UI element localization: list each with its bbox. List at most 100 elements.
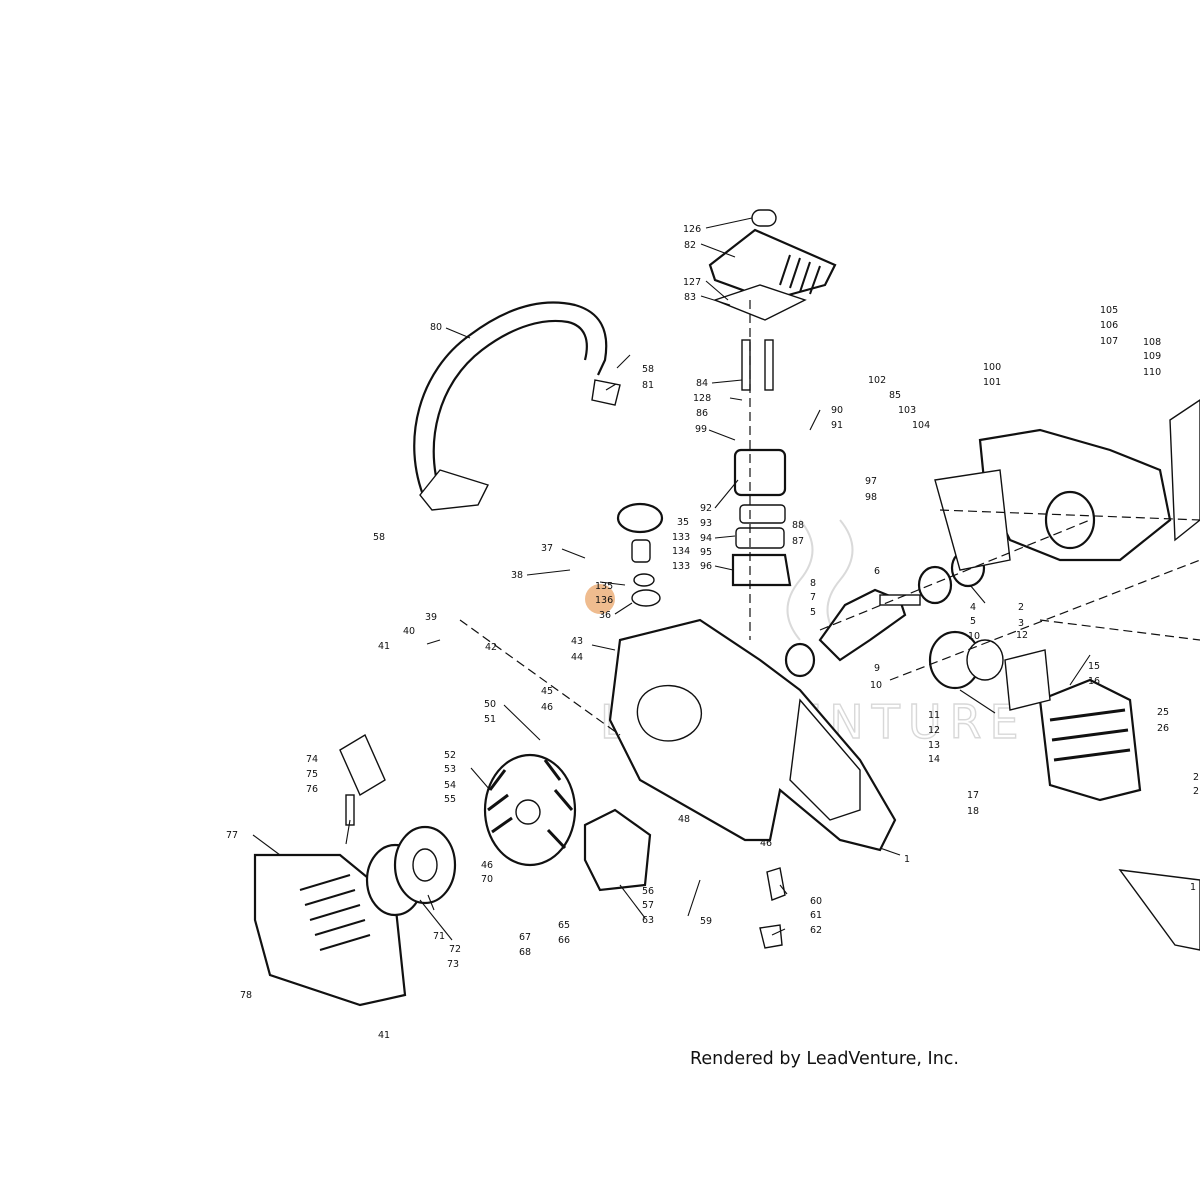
callout-label[interactable]: 76	[306, 784, 318, 795]
callout-label[interactable]: 106	[1100, 320, 1118, 331]
callout-label[interactable]: 58	[373, 532, 385, 543]
callout-label[interactable]: 3	[1018, 618, 1024, 629]
callout-label[interactable]: 127	[683, 277, 701, 288]
callout-label[interactable]: 55	[444, 794, 456, 805]
callout-label[interactable]: 60	[810, 896, 822, 907]
spark-plug-part[interactable]	[759, 867, 786, 949]
starter-handle-part[interactable]	[339, 733, 386, 826]
callout-label[interactable]: 90	[831, 405, 843, 416]
callout-label[interactable]: 57	[642, 900, 654, 911]
callout-label[interactable]: 2	[1193, 786, 1199, 797]
callout-label[interactable]: 6	[874, 566, 880, 577]
callout-label[interactable]: 59	[700, 916, 712, 927]
callout-label[interactable]: 126	[683, 224, 701, 235]
callout-label[interactable]: 77	[226, 830, 238, 841]
callout-label[interactable]: 26	[1157, 723, 1169, 734]
callout-label[interactable]: 71	[433, 931, 445, 942]
carburetor-part[interactable]	[731, 448, 792, 587]
callout-label[interactable]: 99	[695, 424, 707, 435]
callout-label[interactable]: 42	[485, 642, 497, 653]
callout-label[interactable]: 25	[1157, 707, 1169, 718]
callout-label[interactable]: 74	[306, 754, 318, 765]
callout-label[interactable]: 50	[484, 699, 496, 710]
callout-label[interactable]: 73	[447, 959, 459, 970]
callout-label[interactable]: 2	[1018, 602, 1024, 613]
callout-label[interactable]: 107	[1100, 336, 1118, 347]
callout-label[interactable]: 15	[1088, 661, 1100, 672]
callout-label[interactable]: 38	[511, 570, 523, 581]
callout-label[interactable]: 36	[599, 610, 611, 621]
callout-label[interactable]: 96	[700, 561, 712, 572]
callout-label[interactable]: 70	[481, 874, 493, 885]
oil-cap-part[interactable]	[616, 502, 664, 607]
piston-part[interactable]	[928, 630, 1004, 690]
callout-label[interactable]: 12	[1016, 630, 1028, 641]
callout-label[interactable]: 134	[672, 546, 690, 557]
callout-label[interactable]: 86	[696, 408, 708, 419]
callout-label[interactable]: 103	[898, 405, 916, 416]
callout-label[interactable]: 5	[970, 616, 976, 627]
callout-label[interactable]: 39	[425, 612, 437, 623]
ignition-module-part[interactable]	[583, 808, 652, 892]
callout-label[interactable]: 17	[967, 790, 979, 801]
highlight-marker[interactable]	[585, 584, 615, 614]
callout-label[interactable]: 46	[760, 838, 772, 849]
callout-label[interactable]: 66	[558, 935, 570, 946]
callout-label[interactable]: 75	[306, 769, 318, 780]
callout-label[interactable]: 14	[928, 754, 940, 765]
callout-label[interactable]: 40	[403, 626, 415, 637]
callout-label[interactable]: 9	[874, 663, 880, 674]
callout-label[interactable]: 4	[970, 602, 976, 613]
callout-label[interactable]: 84	[696, 378, 708, 389]
callout-label[interactable]: 35	[677, 517, 689, 528]
callout-label[interactable]: 102	[868, 375, 886, 386]
callout-label[interactable]: 68	[519, 947, 531, 958]
callout-label[interactable]: 88	[792, 520, 804, 531]
callout-label[interactable]: 108	[1143, 337, 1161, 348]
callout-label[interactable]: 51	[484, 714, 496, 725]
callout-label[interactable]: 46	[481, 860, 493, 871]
callout-label[interactable]: 10	[968, 631, 980, 642]
front-handle-part[interactable]	[413, 301, 621, 511]
callout-label[interactable]: 44	[571, 652, 583, 663]
flywheel-part[interactable]	[483, 753, 577, 867]
callout-label[interactable]: 61	[810, 910, 822, 921]
right-edge-parts[interactable]	[1118, 399, 1200, 951]
callout-label[interactable]: 46	[541, 702, 553, 713]
callout-label[interactable]: 37	[541, 543, 553, 554]
callout-label[interactable]: 2	[1193, 772, 1199, 783]
callout-label[interactable]: 58	[642, 364, 654, 375]
callout-label[interactable]: 105	[1100, 305, 1118, 316]
callout-label[interactable]: 91	[831, 420, 843, 431]
callout-label[interactable]: 53	[444, 764, 456, 775]
callout-label[interactable]: 82	[684, 240, 696, 251]
callout-label[interactable]: 52	[444, 750, 456, 761]
callout-label[interactable]: 93	[700, 518, 712, 529]
callout-label[interactable]: 54	[444, 780, 456, 791]
callout-label[interactable]: 94	[700, 533, 712, 544]
callout-label[interactable]: 85	[889, 390, 901, 401]
callout-label[interactable]: 41	[378, 641, 390, 652]
callout-label[interactable]: 11	[928, 710, 940, 721]
callout-label[interactable]: 7	[810, 592, 816, 603]
callout-label[interactable]: 104	[912, 420, 930, 431]
crankcase-part[interactable]	[934, 428, 1172, 571]
callout-label[interactable]: 63	[642, 915, 654, 926]
callout-label[interactable]: 98	[865, 492, 877, 503]
callout-label[interactable]: 133	[672, 561, 690, 572]
cylinder-part[interactable]	[1004, 649, 1142, 802]
callout-label[interactable]: 135	[595, 581, 613, 592]
callout-label[interactable]: 128	[693, 393, 711, 404]
callout-label[interactable]: 5	[810, 607, 816, 618]
callout-label[interactable]: 16	[1088, 676, 1100, 687]
callout-label[interactable]: 110	[1143, 367, 1161, 378]
air-filter-cover-part[interactable]	[708, 209, 837, 321]
callout-label[interactable]: 67	[519, 932, 531, 943]
callout-label[interactable]: 83	[684, 292, 696, 303]
callout-label[interactable]: 78	[240, 990, 252, 1001]
bolts-part[interactable]	[741, 339, 774, 391]
callout-label[interactable]: 13	[928, 740, 940, 751]
callout-label[interactable]: 72	[449, 944, 461, 955]
callout-label[interactable]: 80	[430, 322, 442, 333]
callout-label[interactable]: 95	[700, 547, 712, 558]
